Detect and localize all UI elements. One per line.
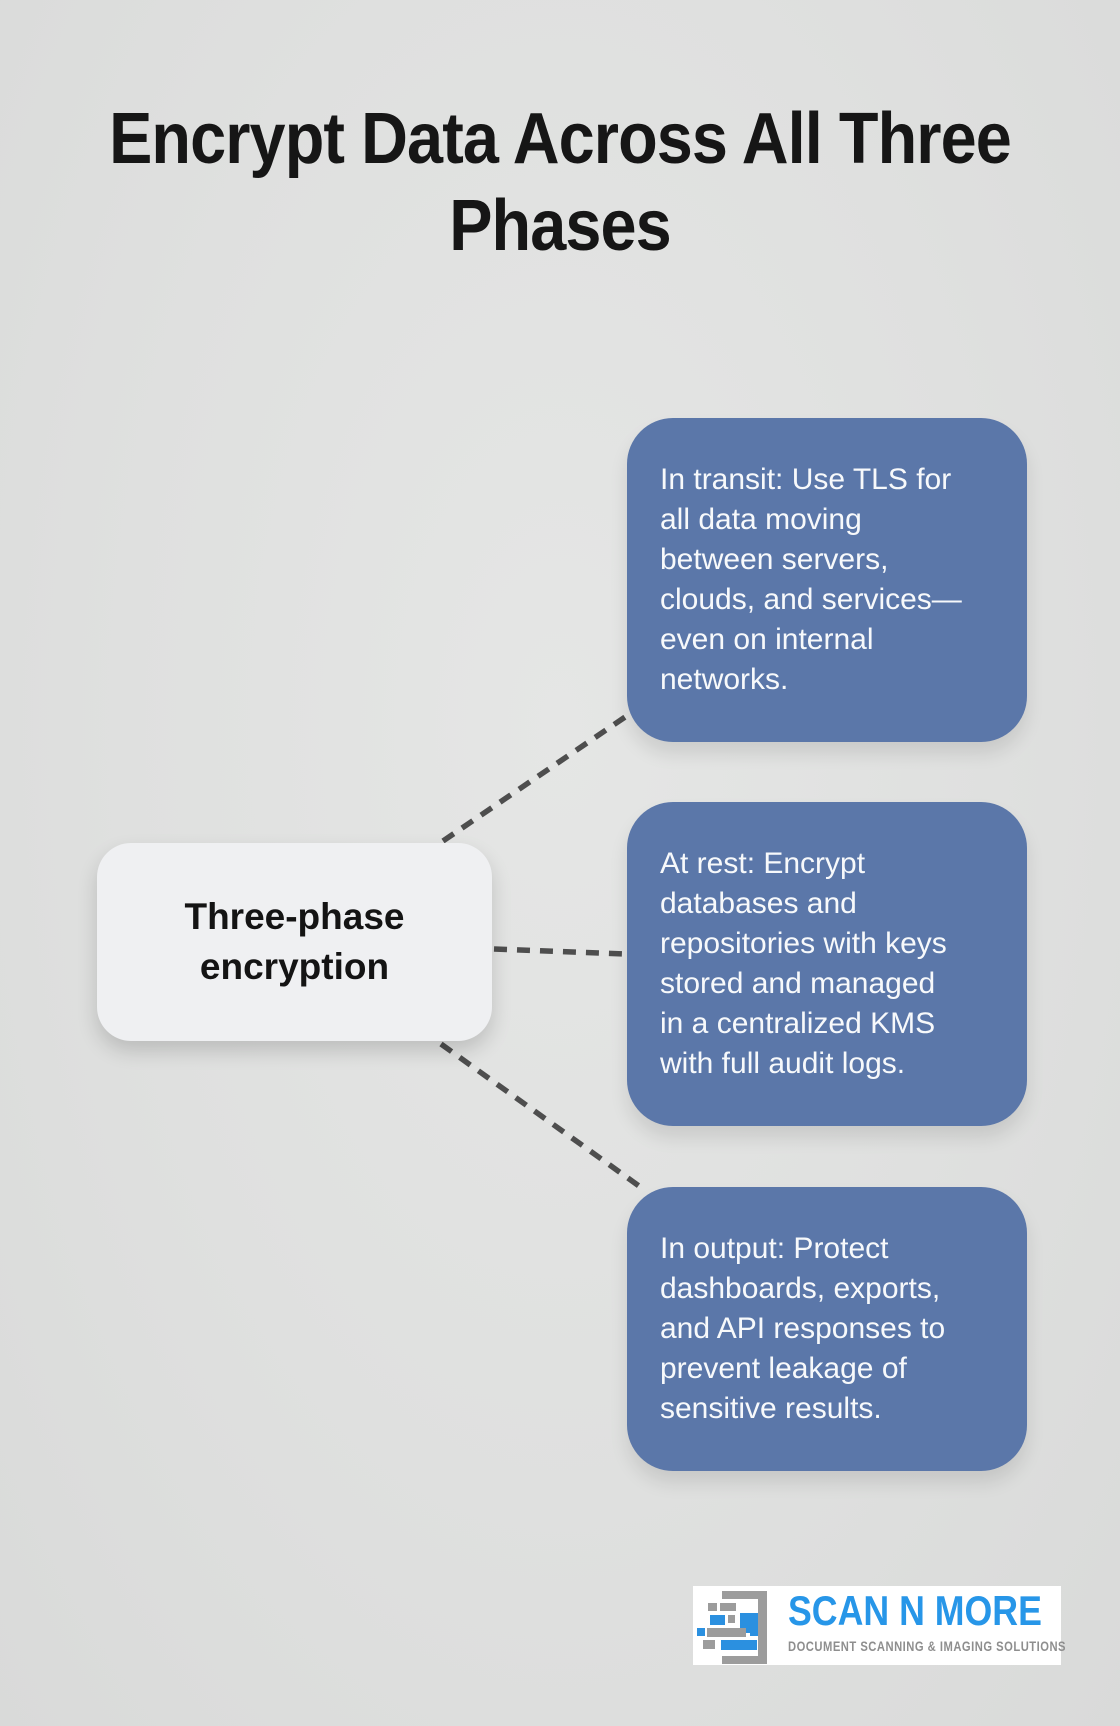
center-node-label: Three-phase encryption (184, 896, 405, 987)
scanner-document-icon (697, 1591, 769, 1665)
branch-card-at-rest: At rest: Encrypt databases and repositor… (627, 802, 1027, 1126)
logo-tagline: DOCUMENT SCANNING & IMAGING SOLUTIONS (788, 1639, 1067, 1654)
branch-text-at-rest: At rest: Encrypt databases and repositor… (660, 847, 947, 1080)
branch-card-in-output: In output: Protect dashboards, exports, … (627, 1187, 1027, 1471)
logo-wordmark: SCAN N MORE (788, 1587, 1042, 1634)
center-node-three-phase-encryption: Three-phase encryption (97, 843, 492, 1041)
connector-in-transit-line (441, 710, 633, 844)
branch-card-in-transit: In transit: Use TLS for all data moving … (627, 418, 1027, 742)
logo-scan-n-more: SCAN N MORE DOCUMENT SCANNING & IMAGING … (693, 1586, 1066, 1665)
connector-at-rest-line (493, 946, 627, 957)
branch-text-in-transit: In transit: Use TLS for all data moving … (660, 463, 962, 696)
branch-text-in-output: In output: Protect dashboards, exports, … (660, 1232, 946, 1425)
connector-in-output-line (439, 1041, 641, 1189)
page-title: Encrypt Data Across All Three Phases (109, 99, 1012, 266)
